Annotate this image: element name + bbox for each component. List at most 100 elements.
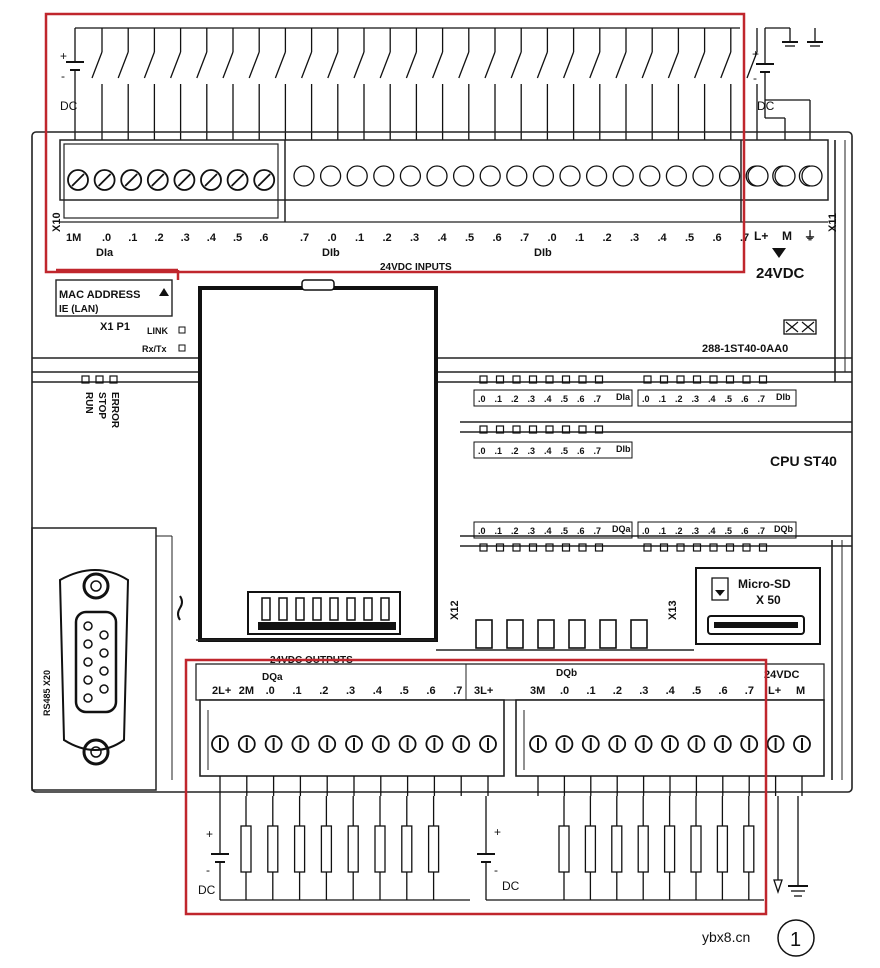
output-terminal-label: 3L+ xyxy=(474,685,493,697)
top-dc2-label: DC xyxy=(757,99,775,113)
input-switch-contact xyxy=(746,51,758,79)
out-power-lplus: L+ xyxy=(768,685,781,697)
status-error: ERROR xyxy=(109,392,120,429)
io-led-label: .7 xyxy=(758,526,766,536)
terminal-hole-icon xyxy=(452,165,475,187)
x12-label: X12 xyxy=(449,600,461,620)
status-run: RUN xyxy=(83,392,94,414)
top-dc-label: DC xyxy=(60,99,78,113)
slot-tab xyxy=(630,619,648,649)
load-resistor-icon xyxy=(374,825,386,873)
arrow-up-icon xyxy=(159,288,169,296)
led-dib-label: DIb xyxy=(776,392,791,402)
input-terminal-label: .7 xyxy=(300,232,309,244)
input-terminal-label: .3 xyxy=(181,232,190,244)
top-dc2-plus: + xyxy=(752,47,759,61)
out-dc2-minus: - xyxy=(494,863,498,877)
slot-tab xyxy=(537,619,555,649)
port-pin xyxy=(380,597,390,621)
io-led-label: .2 xyxy=(511,526,519,536)
input-terminal-label: .6 xyxy=(259,232,268,244)
io-led-label: .2 xyxy=(675,526,683,536)
watermark: ybx8.cn xyxy=(702,929,750,945)
input-switch-contact xyxy=(143,51,156,79)
io-led-label: .4 xyxy=(544,394,552,404)
input-switch-contact xyxy=(615,51,627,79)
output-terminal-label: .5 xyxy=(692,685,701,697)
input-terminal-block: 1M.0.1.2.3.4.5.6.7.0.1.2.3.4.5.6.7.0.1.2… xyxy=(59,139,829,244)
output-terminal-label: .3 xyxy=(639,685,648,697)
io-led-label: .0 xyxy=(478,526,486,536)
input-switch-contact xyxy=(484,51,496,79)
load-resistor-icon xyxy=(347,825,359,873)
input-terminal-label: .5 xyxy=(233,232,242,244)
output-terminal-label: .7 xyxy=(745,685,754,697)
io-led-label: .4 xyxy=(544,446,552,456)
dsub-pin-icon xyxy=(83,657,93,667)
input-terminal-label: .6 xyxy=(493,232,502,244)
callout-circle xyxy=(777,919,815,957)
input-terminal-label: .1 xyxy=(128,232,137,244)
io-led-icon xyxy=(659,543,669,552)
io-led-label: .7 xyxy=(594,526,602,536)
out-dqa-label: DQa xyxy=(262,672,283,683)
slot-tab xyxy=(599,619,617,649)
input-terminal-label: .0 xyxy=(328,232,337,244)
input-wiring xyxy=(66,27,823,145)
lan-text: IE (LAN) xyxy=(59,304,98,315)
terminal-hole-icon xyxy=(426,165,448,187)
io-led-label: .7 xyxy=(594,446,602,456)
io-led-icon xyxy=(709,375,718,384)
input-switch-contact xyxy=(274,51,287,79)
callout-number: 1 xyxy=(790,929,801,951)
input-terminal-label: .4 xyxy=(658,232,668,244)
input-terminal-label: .2 xyxy=(154,232,163,244)
io-led-label: .0 xyxy=(642,526,650,536)
screw-slot xyxy=(124,173,138,187)
output-terminal-label: .6 xyxy=(426,685,435,697)
group-label-dib-1: DIb xyxy=(322,247,340,259)
output-terminal-label: 3M xyxy=(530,685,545,697)
io-led-frame xyxy=(637,389,797,407)
terminal-hole-icon xyxy=(612,165,634,187)
load-resistor-icon xyxy=(558,825,570,873)
link-led-icon xyxy=(178,326,186,334)
terminal-hole-icon xyxy=(373,165,395,187)
port-pin xyxy=(278,597,288,621)
led-dqa-label: DQa xyxy=(612,524,632,534)
io-led-label: .2 xyxy=(511,446,519,456)
status-led-icon xyxy=(109,375,118,384)
status-leds xyxy=(81,375,118,384)
output-terminal-label: .7 xyxy=(453,685,462,697)
dsub-pin-icon xyxy=(99,630,109,640)
inputs-highlight-box xyxy=(44,12,746,274)
io-led-label: .1 xyxy=(659,394,667,404)
led-dia-label: DIa xyxy=(616,392,631,402)
input-terminal-label: 1M xyxy=(66,232,81,244)
input-terminal-label: .2 xyxy=(603,232,612,244)
load-resistor-icon xyxy=(267,825,279,873)
status-led-icon xyxy=(81,375,90,384)
input-switch-contact xyxy=(693,51,706,79)
out-dqb-label: DQb xyxy=(556,668,577,679)
input-switch-contact xyxy=(458,51,470,79)
input-terminal-label: .6 xyxy=(713,232,722,244)
io-led-icon xyxy=(709,543,718,552)
io-led-frame xyxy=(637,521,797,539)
link-text: LINK xyxy=(147,326,168,336)
io-led-label: .0 xyxy=(478,394,486,404)
output-terminal-label: 2M xyxy=(239,685,254,697)
screw-slot xyxy=(257,173,271,187)
cpu-label: CPU ST40 xyxy=(770,453,837,469)
io-led-icon xyxy=(528,375,538,384)
input-switch-contact xyxy=(405,51,418,79)
part-number: 288-1ST40-0AA0 xyxy=(702,343,788,355)
io-led-label: .6 xyxy=(741,394,749,404)
output-terminal-label: .1 xyxy=(586,685,595,697)
io-led-label: .6 xyxy=(577,446,585,456)
out-supply-label: 24VDC xyxy=(764,669,800,681)
port-pin xyxy=(261,597,271,621)
port-pin xyxy=(295,597,305,621)
io-led-icon xyxy=(495,425,505,434)
